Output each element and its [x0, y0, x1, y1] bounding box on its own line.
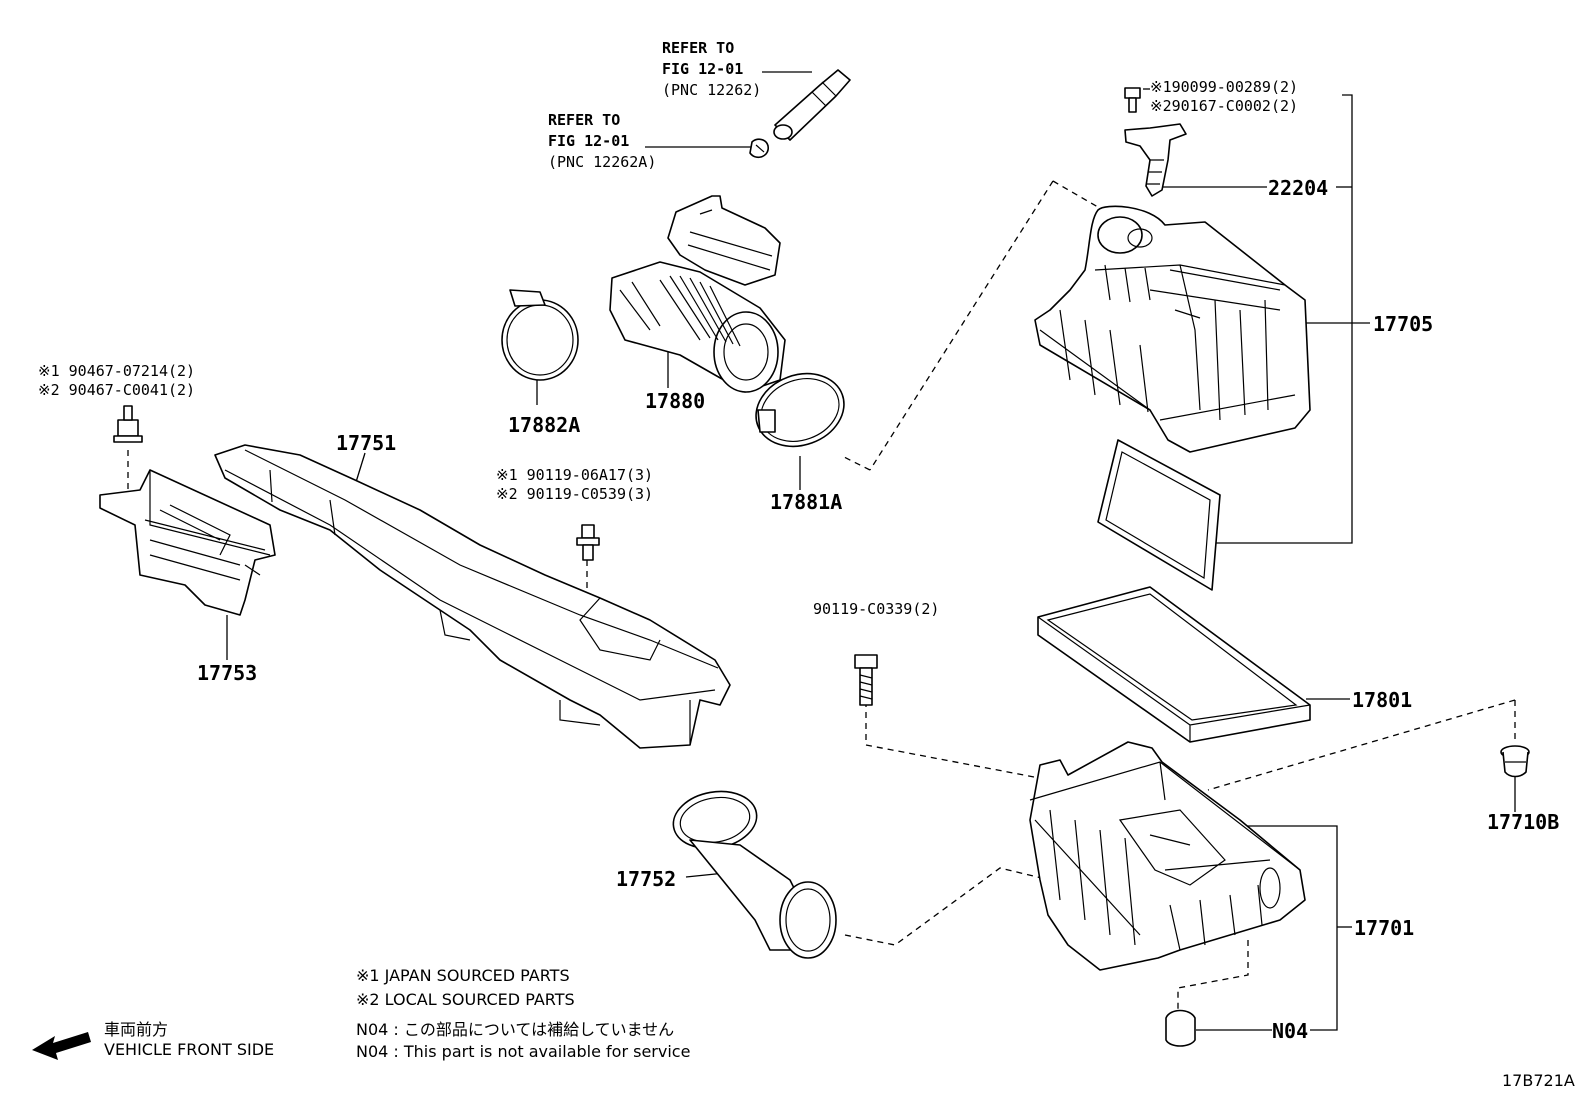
part-label-17701: 17701	[1354, 916, 1415, 940]
grommet-17710b	[1500, 745, 1530, 778]
part-label-17752: 17752	[616, 867, 677, 891]
guide-line	[844, 867, 1051, 946]
refer-line1: REFER TO	[662, 39, 735, 57]
refer-line2: FIG 12-01	[662, 60, 744, 78]
clamp-17881a	[755, 372, 845, 448]
plug-n04	[1165, 1009, 1196, 1047]
refer-pnc: (PNC 12262A)	[548, 153, 657, 171]
leader-line	[1230, 825, 1338, 1031]
part-code-line: ※1 90119-06A17(3)	[496, 466, 654, 484]
note-n04-jp: N04 : この部品については補給していません	[356, 1020, 675, 1039]
part-label-17753: 17753	[197, 661, 258, 685]
hose-12262	[773, 69, 851, 141]
part-code-90099: ※190099-00289(2) ※290167-C0002(2)	[1150, 78, 1298, 116]
note-japan-sourced: ※1 JAPAN SOURCED PARTS	[356, 966, 570, 985]
note-n04-en: N04 : This part is not available for ser…	[356, 1042, 691, 1061]
guide-line	[1177, 940, 1249, 1010]
part-label-17882a: 17882A	[508, 413, 581, 437]
part-code-line: ※2 90467-C0041(2)	[38, 381, 196, 399]
refer-line1: REFER TO	[548, 111, 621, 129]
part-code-line: ※2 90119-C0539(3)	[496, 485, 654, 503]
part-label-17710b: 17710B	[1487, 810, 1560, 834]
part-code-line: ※1 90467-07214(2)	[38, 362, 196, 380]
resonator-17880	[609, 195, 786, 393]
intake-duct-17751	[214, 444, 731, 749]
part-code-line: ※290167-C0002(2)	[1150, 97, 1299, 115]
clamp-17882a	[501, 289, 579, 381]
note-local-sourced: ※2 LOCAL SOURCED PARTS	[356, 990, 575, 1009]
guide-line	[1207, 699, 1516, 791]
air-cleaner-case-17701	[1029, 741, 1306, 971]
bolt-90119	[576, 524, 600, 561]
part-label-22204: 22204	[1268, 176, 1329, 200]
guide-line	[869, 180, 1054, 471]
part-label-17751: 17751	[336, 431, 397, 455]
figure-code: 17B721A	[1502, 1071, 1575, 1090]
refer-line2: FIG 12-01	[548, 132, 630, 150]
part-label-17880: 17880	[645, 389, 706, 413]
part-code-line: ※190099-00289(2)	[1150, 78, 1299, 96]
refer-to-12262a: REFER TO FIG 12-01 (PNC 12262A)	[548, 110, 656, 173]
guide-line	[1052, 180, 1099, 208]
hose-17752	[672, 790, 837, 959]
bolt-90467	[113, 405, 143, 443]
refer-pnc: (PNC 12262)	[662, 81, 762, 99]
bracket-17753	[99, 469, 276, 616]
part-code-90467: ※1 90467-07214(2) ※2 90467-C0041(2)	[38, 362, 195, 400]
air-filter-17801	[1037, 586, 1311, 743]
guide-line	[841, 455, 871, 471]
front-arrow-icon	[32, 1032, 91, 1060]
part-code-90119: ※1 90119-06A17(3) ※2 90119-C0539(3)	[496, 466, 653, 504]
direction-en: VEHICLE FRONT SIDE	[104, 1040, 275, 1059]
part-label-n04: N04	[1272, 1019, 1309, 1043]
direction-jp: 車両前方	[104, 1020, 169, 1039]
part-label-17705: 17705	[1373, 312, 1434, 336]
part-label-17881a: 17881A	[770, 490, 843, 514]
clip-12262a	[749, 138, 769, 159]
part-label-17801: 17801	[1352, 688, 1413, 712]
bolt-90099	[1124, 87, 1141, 113]
leader-line	[1205, 94, 1353, 544]
air-cleaner-cap-17705	[1034, 205, 1311, 453]
sensor-22204	[1124, 123, 1187, 197]
bolt-90119-c0339	[854, 654, 878, 706]
part-code-90119-c0339: 90119-C0339(2)	[813, 600, 940, 618]
gasket	[1097, 439, 1221, 591]
refer-to-12262: REFER TO FIG 12-01 (PNC 12262)	[662, 38, 761, 101]
